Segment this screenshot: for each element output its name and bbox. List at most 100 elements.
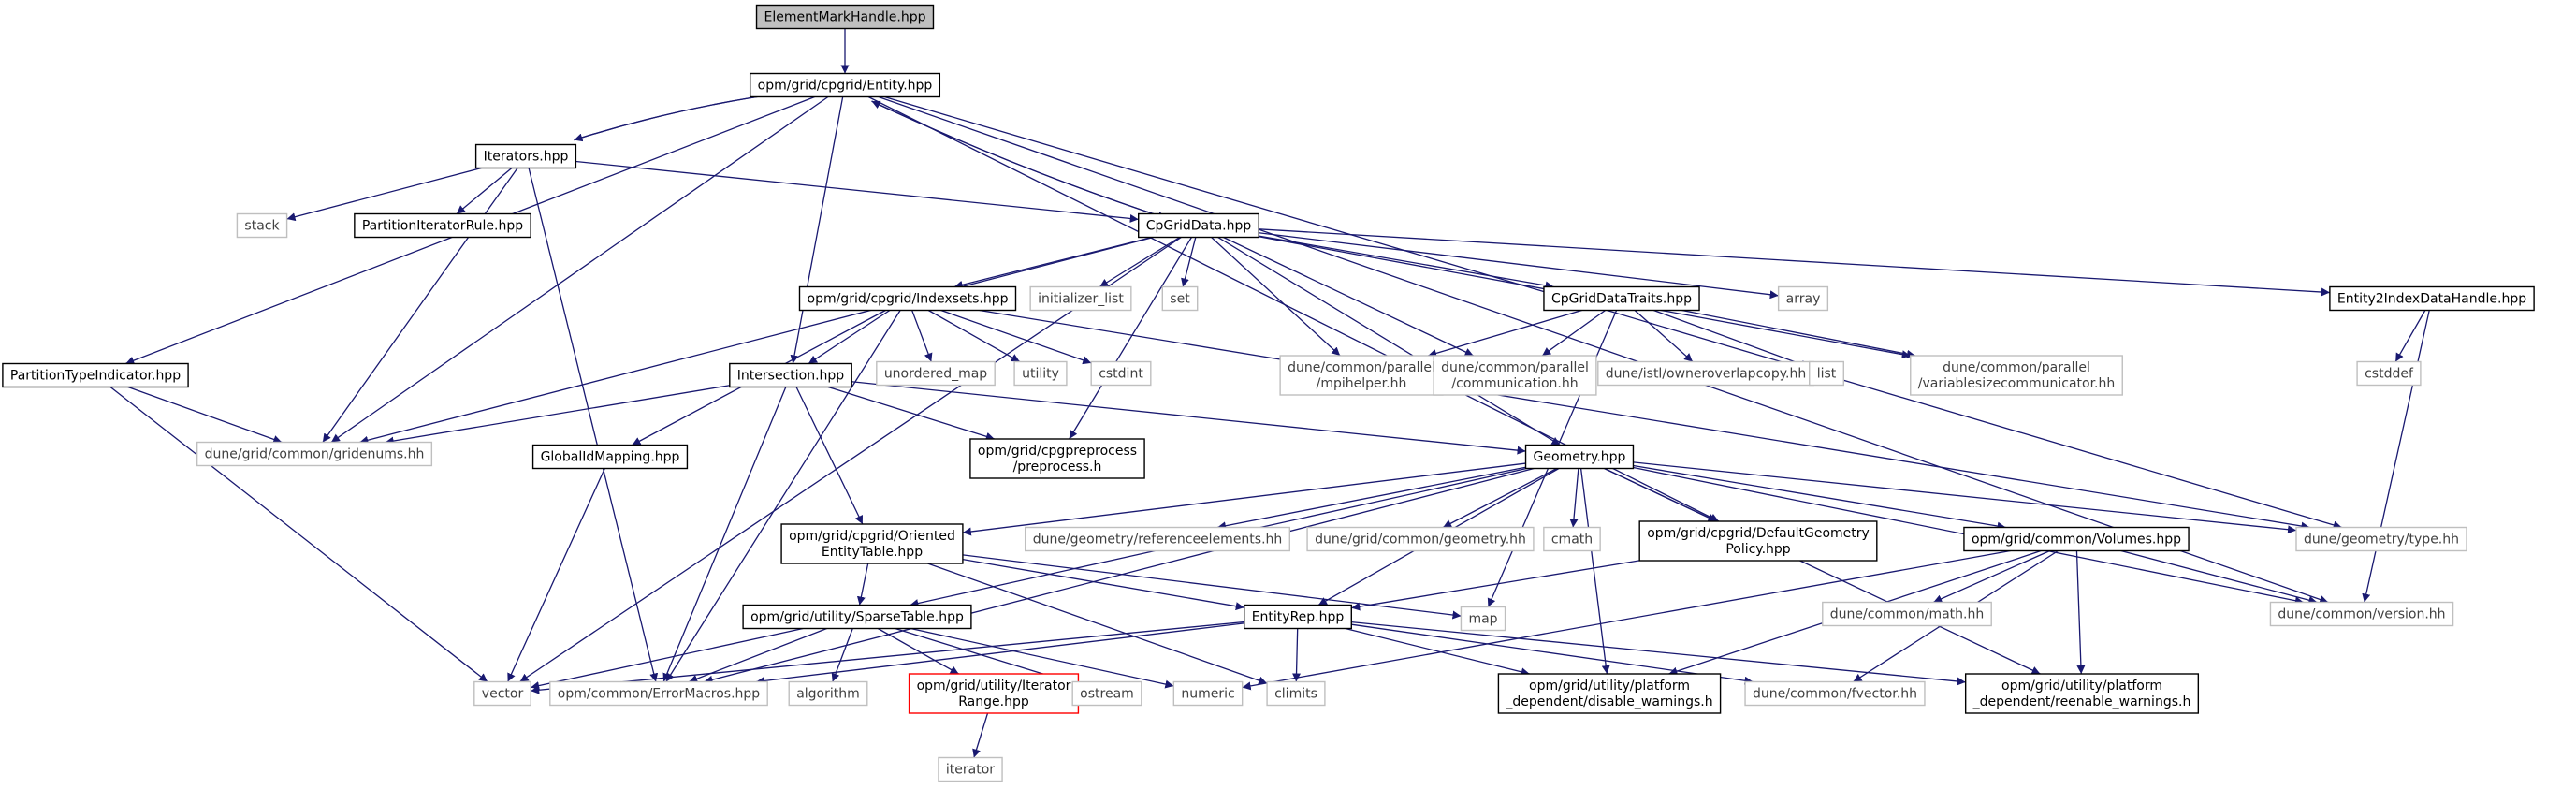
node-external[interactable]: numeric (1172, 680, 1244, 707)
node-external[interactable]: ostream (1071, 680, 1142, 707)
node-box (236, 212, 288, 239)
node-external[interactable]: array (1777, 285, 1829, 312)
node-label: dune/common/parallel (1943, 360, 2090, 375)
dependency-edge (1069, 237, 1192, 440)
node-normal[interactable]: opm/grid/cpgrid/Entity.hpp (749, 72, 941, 98)
node-external[interactable]: iterator (938, 756, 1003, 782)
dependency-edge (1351, 621, 1966, 686)
node-box (876, 360, 996, 387)
node-box (196, 441, 433, 467)
node-normal[interactable]: Geometry.hpp (1524, 444, 1635, 470)
node-box (755, 4, 935, 30)
node-normal[interactable]: CpGridData.hpp (1138, 212, 1259, 239)
node-label: opm/grid/common/Volumes.hpp (1972, 533, 2181, 548)
node-box (1071, 680, 1142, 707)
dependency-edge (1634, 310, 1694, 362)
dependency-edge (2394, 310, 2426, 362)
node-external[interactable]: dune/geometry/referenceelements.hh (1024, 526, 1291, 552)
node-box (788, 680, 868, 707)
node-external[interactable]: dune/geometry/type.hh (2295, 526, 2467, 552)
node-label: Policy.hpp (1725, 542, 1790, 557)
node-external[interactable]: unordered_map (876, 360, 996, 387)
node-external[interactable]: map (1460, 606, 1506, 632)
node-external[interactable]: dune/grid/common/gridenums.hh (196, 441, 433, 467)
node-label: dune/grid/common/geometry.hh (1315, 533, 1526, 548)
node-external[interactable]: dune/common/version.hh (2269, 601, 2454, 627)
node-normal[interactable]: opm/grid/cpgrid/DefaultGeometryPolicy.hp… (1638, 520, 1878, 562)
node-label: dune/common/fvector.hh (1753, 687, 1917, 702)
node-external[interactable]: dune/common/fvector.hh (1744, 680, 1926, 707)
node-external[interactable]: dune/istl/owneroverlapcopy.hh (1597, 360, 1814, 387)
dependency-edge (1633, 464, 2006, 531)
dependency-edge (911, 310, 933, 362)
node-external[interactable]: algorithm (788, 680, 868, 707)
node-external[interactable]: dune/common/parallel/mpihelper.hh (1279, 355, 1444, 396)
node-box (1161, 285, 1199, 312)
node-label: PartitionTypeIndicator.hpp (10, 369, 181, 384)
dependency-edge (1211, 237, 1341, 357)
node-external[interactable]: vector (473, 680, 531, 707)
node-normal[interactable]: PartitionIteratorRule.hpp (354, 212, 531, 239)
dependency-edge (1217, 236, 1561, 446)
node-normal[interactable]: GlobalIdMapping.hpp (531, 444, 689, 470)
dependency-edge (531, 621, 1244, 694)
node-box (1172, 680, 1244, 707)
node-box (1963, 526, 2190, 552)
node-external[interactable]: stack (236, 212, 288, 239)
node-box (908, 673, 1080, 714)
node-external[interactable]: opm/common/ErrorMacros.hpp (549, 680, 768, 707)
dependency-edge (1541, 309, 1606, 357)
node-normal[interactable]: Intersection.hpp (729, 362, 852, 388)
node-box (1306, 526, 1535, 552)
node-normal[interactable]: opm/grid/common/Volumes.hpp (1963, 526, 2190, 552)
node-label: /preprocess.h (1013, 460, 1102, 475)
node-normal[interactable]: opm/grid/cpgrid/Indexsets.hpp (798, 285, 1017, 312)
node-normal[interactable]: Iterators.hpp (474, 143, 577, 169)
node-normal[interactable]: opm/grid/cpgpreprocess/preprocess.h (969, 438, 1145, 479)
node-label: vector (482, 687, 524, 702)
node-normal[interactable]: opm/grid/utility/SparseTable.hpp (742, 604, 972, 630)
dependency-edge (574, 89, 788, 141)
node-normal[interactable]: PartitionTypeIndicator.hpp (2, 362, 189, 388)
dependency-edge (575, 160, 1139, 223)
node-external[interactable]: set (1161, 285, 1199, 312)
node-external[interactable]: dune/common/math.hh (1822, 601, 1992, 627)
node-box (2356, 360, 2422, 387)
node-root[interactable]: ElementMarkHandle.hpp (755, 4, 935, 30)
dependency-edge (1223, 236, 1474, 357)
dependency-edge (1181, 237, 1197, 287)
node-external[interactable]: climits (1266, 680, 1326, 707)
node-label: _dependent/reenable_warnings.h (1972, 694, 2191, 709)
dependency-edge (871, 100, 1167, 219)
node-label: utility (1022, 367, 1059, 382)
dependency-edge (704, 467, 1535, 684)
dependency-edge (456, 168, 513, 214)
node-label: numeric (1181, 687, 1234, 702)
dependency-edge (1242, 549, 2011, 691)
node-label: opm/grid/utility/Iterator (917, 679, 1071, 694)
node-external[interactable]: utility (1013, 360, 1068, 387)
node-external[interactable]: cmath (1543, 526, 1601, 552)
node-external[interactable]: initializer_list (1029, 285, 1132, 312)
node-external[interactable]: list (1809, 360, 1844, 387)
node-external[interactable]: dune/common/parallel/communication.hh (1433, 355, 1597, 396)
node-normal[interactable]: opm/grid/utility/platform_dependent/reen… (1964, 673, 2200, 714)
dependency-edge (662, 387, 787, 682)
node-normal[interactable]: EntityRep.hpp (1244, 604, 1352, 630)
node-label: dune/common/parallel (1441, 360, 1589, 375)
node-label: iterator (946, 763, 995, 778)
node-label: opm/grid/utility/platform (1529, 679, 1690, 694)
node-normal[interactable]: CpGridDataTraits.hpp (1543, 285, 1700, 312)
node-normal[interactable]: opm/grid/utility/platform_dependent/disa… (1497, 673, 1722, 714)
node-external[interactable]: cstdint (1090, 360, 1152, 387)
dependency-edge (574, 91, 788, 142)
node-normal[interactable]: Entity2IndexDataHandle.hpp (2329, 285, 2535, 312)
node-external[interactable]: dune/grid/common/geometry.hh (1306, 526, 1535, 552)
node-external[interactable]: cstddef (2356, 360, 2422, 387)
node-box (1822, 601, 1992, 627)
node-box (938, 756, 1003, 782)
node-external[interactable]: dune/common/parallel/variablesizecommuni… (1910, 355, 2123, 396)
